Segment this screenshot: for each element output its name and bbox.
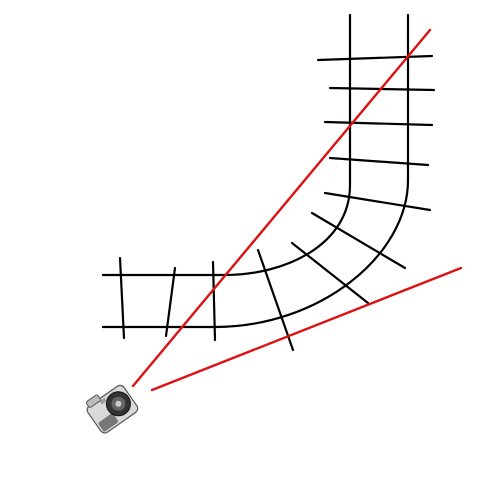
view-line-right bbox=[150, 266, 463, 392]
sleeper bbox=[316, 54, 434, 62]
sleepers bbox=[118, 54, 436, 352]
sleeper bbox=[164, 266, 177, 338]
camera-icon bbox=[85, 384, 139, 434]
outer-rail bbox=[101, 13, 410, 329]
field-of-view bbox=[131, 28, 463, 392]
sleeper bbox=[118, 256, 126, 340]
sleeper bbox=[310, 211, 407, 270]
view-line-left bbox=[131, 28, 432, 388]
sleeper bbox=[323, 120, 434, 127]
sleeper bbox=[323, 191, 432, 212]
sleeper bbox=[211, 260, 217, 342]
sleeper bbox=[328, 156, 430, 167]
sleeper bbox=[290, 241, 370, 305]
sleeper bbox=[256, 248, 295, 352]
